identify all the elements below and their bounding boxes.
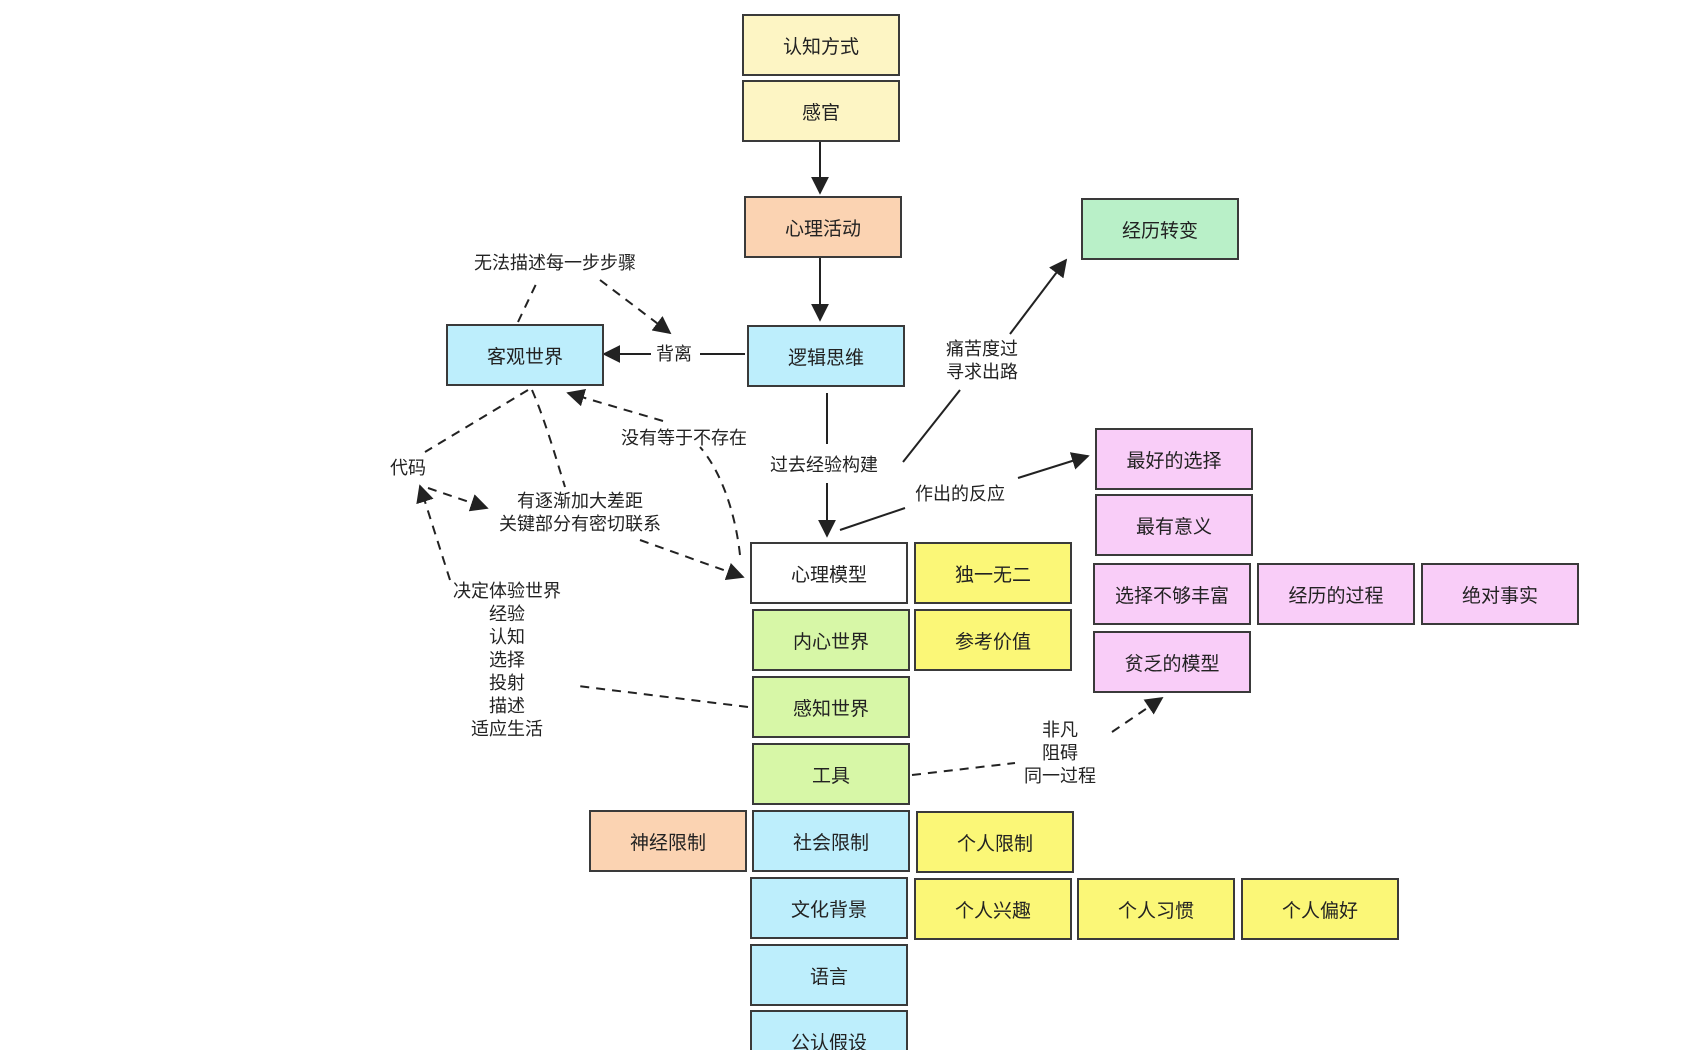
node-cognition-label: 认知方式 (782, 35, 859, 58)
node-interests[interactable]: 个人兴趣 (914, 878, 1072, 940)
label-response: 作出的反应 (915, 484, 1005, 505)
node-tools[interactable]: 工具 (752, 743, 910, 805)
edge-perceived-decide (577, 685, 749, 708)
node-neural-limits-label: 神经限制 (629, 831, 706, 854)
node-reference-value[interactable]: 参考价值 (914, 609, 1072, 671)
edge-decide-code (416, 484, 451, 581)
label-pain: 痛苦度过 寻求出路 (946, 339, 1018, 383)
node-mental-model[interactable]: 心理模型 (750, 542, 908, 604)
edge-objective-gap (531, 389, 566, 488)
node-unique-label: 独一无二 (954, 563, 1031, 586)
label-nothing: 没有等于不存在 (621, 428, 747, 449)
node-poor-model-label: 贫乏的模型 (1124, 652, 1220, 675)
label-gap: 有逐渐加大差距 关键部分有密切联系 (499, 491, 661, 535)
node-personal-limits[interactable]: 个人限制 (916, 811, 1074, 873)
edge-to-pain (902, 389, 961, 463)
node-logical-thinking-label: 逻辑思维 (787, 346, 864, 369)
node-not-rich-label: 选择不够丰富 (1114, 584, 1229, 607)
node-not-rich[interactable]: 选择不够丰富 (1093, 563, 1251, 625)
node-process[interactable]: 经历的过程 (1257, 563, 1415, 625)
node-assumptions[interactable]: 公认假设 (750, 1010, 908, 1050)
node-perceived-world-label: 感知世界 (792, 697, 869, 720)
label-extraordinary: 非凡 阻碍 同一过程 (1024, 720, 1096, 787)
node-personal-limits-label: 个人限制 (956, 832, 1033, 855)
label-cannot-describe: 无法描述每一步步骤 (474, 253, 636, 274)
edge-pain-experience (1009, 258, 1068, 335)
node-mental-model-label: 心理模型 (790, 563, 867, 586)
node-inner-world-label: 内心世界 (792, 630, 869, 653)
edge-to-response (839, 507, 906, 531)
node-logical-thinking[interactable]: 逻辑思维 (747, 325, 905, 387)
node-unique[interactable]: 独一无二 (914, 542, 1072, 604)
node-preferences-label: 个人偏好 (1281, 899, 1358, 922)
node-cognition[interactable]: 认知方式 (742, 14, 900, 76)
node-habits[interactable]: 个人习惯 (1077, 878, 1235, 940)
node-psych-activity-label: 心理活动 (784, 217, 861, 240)
node-culture-label: 文化背景 (790, 898, 867, 921)
node-experience-change[interactable]: 经历转变 (1081, 198, 1239, 260)
edge-objective-cannot (517, 279, 539, 323)
node-best-choice-label: 最好的选择 (1126, 449, 1222, 472)
label-code: 代码 (390, 458, 426, 479)
node-absolute-fact[interactable]: 绝对事实 (1421, 563, 1579, 625)
node-senses-label: 感官 (801, 101, 840, 124)
node-senses[interactable]: 感官 (742, 80, 900, 142)
node-process-label: 经历的过程 (1288, 584, 1384, 607)
node-language[interactable]: 语言 (750, 944, 908, 1006)
label-decide: 决定体验世界 经验 认知 选择 投射 描述 适应生活 (453, 581, 561, 740)
node-habits-label: 个人习惯 (1117, 899, 1194, 922)
edge-cannot-deviation (599, 279, 672, 335)
edge-gap-model (639, 539, 745, 580)
node-language-label: 语言 (809, 965, 848, 988)
node-interests-label: 个人兴趣 (954, 899, 1031, 922)
node-absolute-fact-label: 绝对事实 (1461, 584, 1538, 607)
node-best-choice[interactable]: 最好的选择 (1095, 428, 1253, 490)
node-social-limits[interactable]: 社会限制 (752, 810, 910, 872)
node-experience-change-label: 经历转变 (1121, 219, 1198, 242)
edge-nothing-objective (566, 388, 664, 422)
node-assumptions-label: 公认假设 (790, 1031, 867, 1050)
node-neural-limits[interactable]: 神经限制 (589, 810, 747, 872)
edge-tools-extraordinary (911, 762, 1016, 776)
node-psych-activity[interactable]: 心理活动 (744, 196, 902, 258)
label-past-exp: 过去经验构建 (770, 455, 878, 476)
node-tools-label: 工具 (811, 764, 850, 787)
node-inner-world[interactable]: 内心世界 (752, 609, 910, 671)
edge-model-nothing (699, 446, 741, 556)
edge-code-gap (427, 487, 489, 512)
edge-extraordinary-poor (1111, 696, 1164, 733)
node-most-meaningful[interactable]: 最有意义 (1095, 494, 1253, 556)
node-most-meaningful-label: 最有意义 (1135, 515, 1212, 538)
node-objective-world[interactable]: 客观世界 (446, 324, 604, 386)
node-perceived-world[interactable]: 感知世界 (752, 676, 910, 738)
label-deviation: 背离 (656, 344, 692, 365)
node-reference-value-label: 参考价值 (954, 630, 1031, 653)
node-social-limits-label: 社会限制 (792, 831, 869, 854)
edge-response-best (1017, 452, 1090, 479)
node-objective-world-label: 客观世界 (486, 345, 563, 368)
node-preferences[interactable]: 个人偏好 (1241, 878, 1399, 940)
node-culture[interactable]: 文化背景 (750, 877, 908, 939)
edge-objective-code (424, 389, 529, 453)
node-poor-model[interactable]: 贫乏的模型 (1093, 631, 1251, 693)
